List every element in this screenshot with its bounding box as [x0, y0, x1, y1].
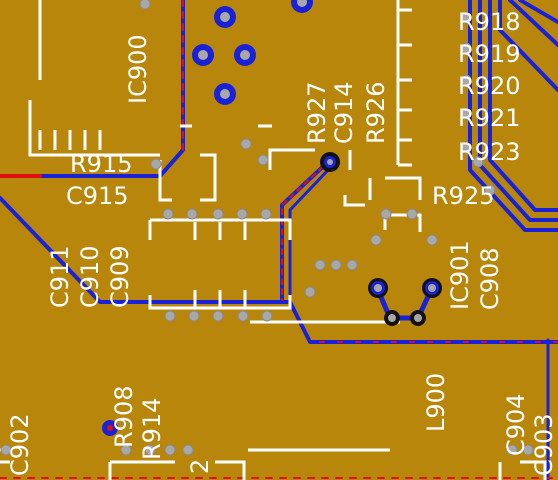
label-r920: R920 — [458, 72, 520, 100]
via-ic901-2 — [422, 278, 442, 298]
via-top-right — [291, 0, 313, 13]
via-large-3 — [234, 44, 256, 66]
via-large-2 — [192, 44, 214, 66]
label-r915: R915 — [70, 150, 132, 178]
via-ic901-3 — [384, 310, 400, 326]
label-ic901: IC901 — [446, 240, 474, 310]
label-c914: C914 — [330, 81, 358, 144]
label-r908: R908 — [110, 386, 138, 448]
label-r921: R921 — [458, 104, 520, 132]
via-ic901-4 — [410, 310, 426, 326]
label-c903: C903 — [530, 413, 558, 476]
label-r918: R918 — [458, 8, 520, 36]
label-c910: C910 — [76, 245, 104, 308]
label-c902: C902 — [6, 413, 34, 476]
label-r925: R925 — [432, 182, 494, 210]
r915-outline — [158, 153, 217, 202]
via-r908 — [102, 420, 118, 436]
label-ic900: IC900 — [124, 34, 152, 104]
label-r919: R919 — [458, 40, 520, 68]
label-c911: C911 — [46, 245, 74, 308]
label-r926: R926 — [362, 82, 390, 144]
label-c908: C908 — [476, 247, 504, 310]
label-c915: C915 — [66, 182, 129, 210]
via-c914 — [320, 152, 340, 172]
label-r927: R927 — [303, 82, 331, 144]
trace-ic901-u — [375, 285, 435, 321]
pads — [0, 0, 534, 456]
label-r914: R914 — [138, 398, 166, 460]
label-l900: L900 — [422, 373, 450, 432]
via-large-4 — [214, 83, 236, 105]
label-pin2: 2 — [186, 459, 214, 474]
via-large-1 — [214, 6, 236, 28]
via-ic901-1 — [368, 278, 388, 298]
trace-right-bundle-1 — [468, 0, 558, 232]
header-right — [396, 0, 412, 167]
r925-outline — [368, 176, 422, 200]
trace-lower-bus — [288, 300, 558, 344]
label-c904: C904 — [502, 393, 530, 456]
silkscreen-labels: IC900 R927 C914 R926 R918 R919 R920 R921… — [6, 8, 558, 476]
c914-outline — [268, 148, 365, 207]
label-r923: R923 — [458, 138, 520, 166]
ic901-outline — [383, 213, 422, 232]
ic900-outline — [28, 0, 70, 157]
trace-left-diagonal — [0, 196, 292, 304]
label-c909: C909 — [106, 245, 134, 308]
